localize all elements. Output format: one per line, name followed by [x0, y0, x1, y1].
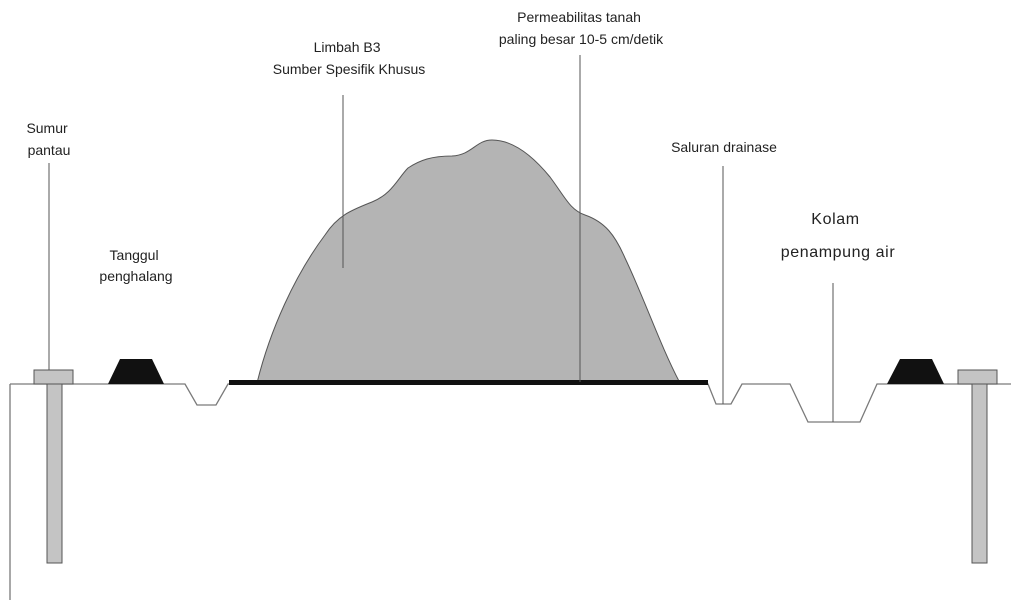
monitoring-well-left-pipe	[46, 383, 63, 564]
label-permeabilitas: Permeabilitas tanah paling besar 10-5 cm…	[499, 9, 664, 47]
label-sumur-pantau: Sumur pantau	[26, 120, 71, 158]
waste-pile	[256, 139, 681, 384]
label-kolam-penampung: Kolam penampung air	[781, 211, 896, 261]
label-tanggul-penghalang: Tanggul penghalang	[99, 247, 172, 284]
ground-surface-profile	[10, 383, 1011, 423]
monitoring-well-right-cap	[957, 369, 998, 385]
base-liner	[229, 380, 708, 385]
berm-left	[108, 359, 164, 384]
monitoring-well-right-pipe	[971, 383, 988, 564]
label-saluran-drainase: Saluran drainase	[671, 139, 777, 155]
label-limbah-b3: Limbah B3 Sumber Spesifik Khusus	[273, 39, 426, 77]
berm-right	[887, 359, 944, 384]
monitoring-well-left-cap	[33, 369, 74, 385]
